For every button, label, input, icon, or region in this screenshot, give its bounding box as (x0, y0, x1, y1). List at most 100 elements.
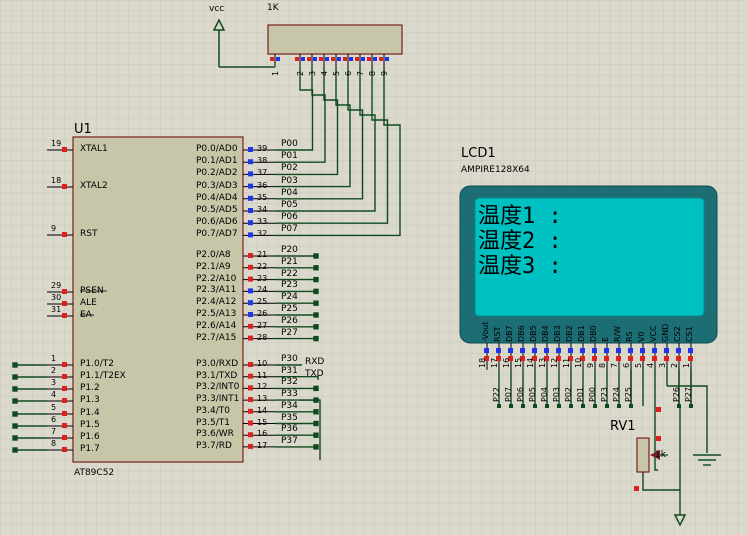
mcu-pin-number: 33 (257, 217, 268, 227)
mcu-pin-number: 18 (51, 176, 62, 185)
mcu-pin-number: 23 (257, 273, 268, 283)
p1-stub-end (12, 398, 18, 404)
respack-pin-marker (349, 57, 353, 61)
lcd-pin-name: DB7 (505, 325, 514, 342)
mcu-pin-name: P3.1/TXD (196, 370, 238, 381)
respack-pin-marker (331, 57, 335, 61)
lcd-pin-number: 10 (574, 357, 583, 368)
p0-wire (275, 67, 376, 212)
lcd-pin-name: DB1 (577, 325, 586, 342)
net-label: P36 (281, 424, 298, 435)
respack-pin-number: 6 (344, 70, 353, 76)
mcu-pin-marker (62, 423, 67, 428)
mcu-pin-marker (248, 443, 253, 449)
lcd-pin-number: 6 (622, 362, 631, 368)
p1-stub-wires (12, 362, 47, 453)
mcu-pin-name: P0.0/AD0 (196, 144, 238, 154)
lcd-pin-marker (496, 356, 501, 361)
lcd-module[interactable] (459, 185, 718, 408)
resistor-pack[interactable] (267, 24, 403, 67)
mcu-pin-marker (248, 208, 253, 213)
mcu-pin-marker (248, 264, 253, 270)
mcu-pin-number: 37 (257, 168, 268, 178)
net-label: P37 (281, 435, 298, 446)
lcd-net-label: P01 (576, 386, 585, 402)
vcc-arrow-bottom (673, 514, 687, 527)
vcc-power-symbol (212, 18, 275, 68)
lcd-pin-name: E (601, 336, 610, 342)
mcu-part-label: AT89C52 (74, 468, 115, 478)
lcd-pin-name: VCC (649, 325, 658, 342)
mcu-pin-marker (248, 373, 253, 379)
mcu-pin-marker (62, 184, 67, 189)
net-label: P23 (281, 280, 298, 291)
lcd-pin-name: R/W (613, 325, 622, 342)
respack-pin-number: 7 (356, 70, 365, 76)
p1-stub-end (12, 362, 18, 368)
net-label: P25 (281, 304, 298, 314)
respack-pin-number: 2 (296, 70, 305, 76)
mcu-pin-marker (248, 171, 253, 177)
mcu-pin-number: 38 (257, 156, 268, 166)
mcu-pin-number: 32 (257, 229, 268, 239)
lcd-pin-marker (532, 356, 537, 361)
respack-pins (270, 54, 389, 67)
mcu-pin-name: P3.6/WR (196, 429, 234, 440)
ground-symbol (693, 454, 721, 466)
net-label: P32 (281, 377, 298, 388)
respack-pin-number: 9 (380, 70, 389, 76)
lcd-pin-number: 12 (550, 357, 559, 368)
mcu-pin-name: PSEN (80, 286, 104, 296)
mcu-pin-name: P3.4/T0 (196, 405, 230, 416)
lcd-pin-marker (688, 348, 693, 353)
txd-wire (275, 376, 319, 380)
lcd-pin-marker (532, 348, 537, 353)
lcd-pin-number: 13 (538, 357, 547, 368)
mcu-pin-number: 35 (257, 192, 268, 202)
mcu-pin-name: P0.4/AD4 (196, 192, 238, 203)
lcd-pin-marker (484, 348, 489, 353)
stub-end (313, 288, 319, 295)
mcu-u1[interactable] (47, 136, 275, 463)
p1-stub-end (12, 386, 18, 392)
mcu-pin-number: 7 (51, 427, 57, 436)
p1-stub-end (12, 374, 18, 380)
mcu-pin-marker (62, 411, 67, 416)
mcu-pin-name: P0.5/AD5 (196, 205, 238, 215)
net-label: P24 (281, 292, 298, 303)
net-label: P31 (281, 365, 298, 376)
net-label: P30 (281, 354, 298, 364)
respack-pin-marker (355, 57, 359, 61)
stub-end (313, 444, 319, 450)
net-label: P02 (281, 163, 298, 174)
mcu-pin-marker (248, 195, 253, 201)
respack-pin-marker (295, 57, 299, 61)
mcu-pin-marker (248, 220, 253, 226)
lcd-pin-marker (640, 348, 645, 353)
mcu-pin-name: P1.0/T2 (80, 359, 114, 369)
respack-pin-marker (319, 57, 323, 61)
lcd-net-label: P23 (600, 386, 609, 402)
potentiometer-rv1[interactable] (634, 407, 668, 491)
mcu-pin-marker (62, 435, 67, 440)
lcd-pin-marker (616, 348, 621, 353)
lcd-pin-number: 3 (658, 362, 667, 368)
lcd-pin-number: 9 (586, 362, 595, 368)
respack-pin-number: 8 (368, 70, 377, 76)
lcd-pin-marker (592, 348, 597, 353)
lcd-ref-label: LCD1 (461, 146, 496, 161)
lcd-pin-number: 1 (682, 362, 691, 368)
lcd-pin-marker (568, 356, 573, 361)
lcd-net-label: P26 (672, 386, 681, 402)
net-label: P34 (281, 400, 298, 411)
mcu-pin-name: P1.5 (80, 420, 100, 430)
lcd-pin-marker (676, 356, 681, 361)
lcd-pin-marker (484, 356, 489, 361)
lcd-pin-name: -Vout (481, 321, 490, 342)
mcu-pin-name: P2.1/A9 (196, 261, 231, 272)
mcu-pin-marker (248, 432, 253, 438)
respack-pin-number: 1 (271, 70, 280, 76)
mcu-pin-number: 10 (257, 359, 268, 368)
lcd-pin-marker (556, 348, 561, 353)
